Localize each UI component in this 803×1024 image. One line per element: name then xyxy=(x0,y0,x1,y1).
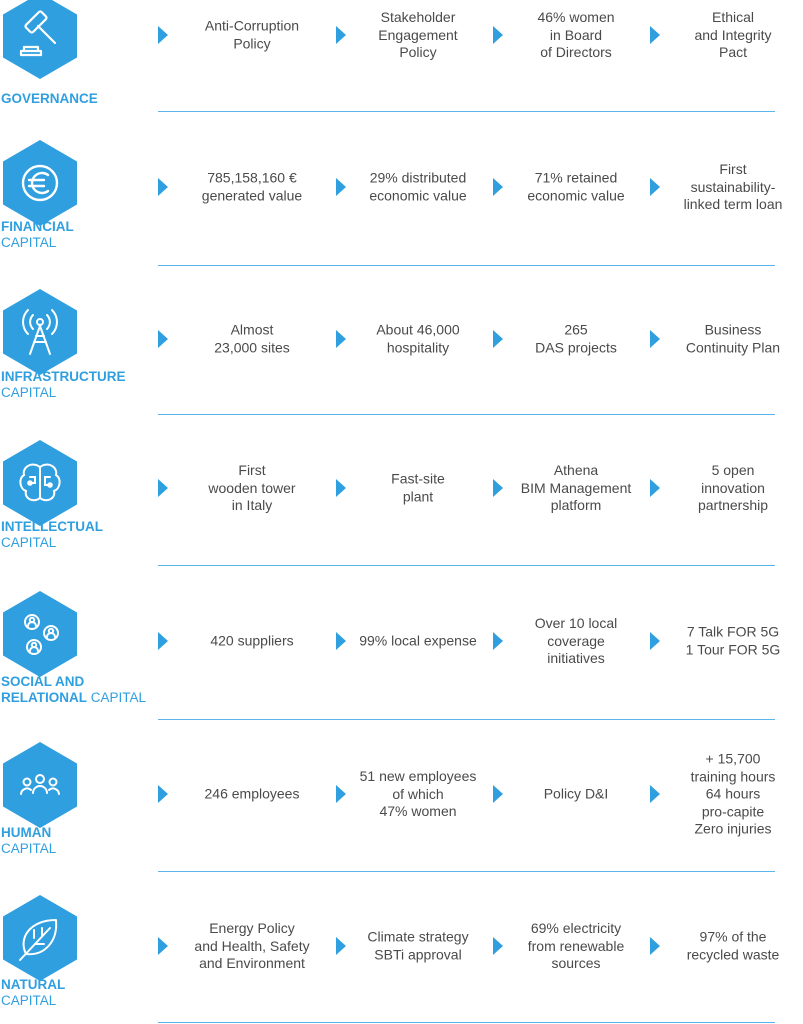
capital-item: 7 Talk FOR 5G 1 Tour FOR 5G xyxy=(685,623,781,658)
chevron-right-icon xyxy=(336,178,346,196)
section-title-sub: CAPITAL xyxy=(1,993,57,1008)
antenna-tower-icon xyxy=(22,309,58,355)
chevron-right-icon xyxy=(158,330,168,348)
chevron-right-icon xyxy=(158,632,168,650)
people-network-icon xyxy=(24,614,59,655)
section-hex-icon xyxy=(2,591,78,677)
chevron-right-icon xyxy=(650,178,660,196)
section-title-sub: CAPITAL xyxy=(1,385,57,400)
capital-item: 420 suppliers xyxy=(210,632,294,649)
capital-item: 265 DAS projects xyxy=(535,321,617,356)
section-hex-icon xyxy=(2,440,78,526)
chevron-right-icon xyxy=(336,785,346,803)
section-divider xyxy=(158,871,775,872)
chevron-right-icon xyxy=(493,785,503,803)
capital-item: Almost 23,000 sites xyxy=(214,321,290,356)
section-title: SOCIAL AND RELATIONAL CAPITAL xyxy=(1,674,146,706)
capital-item: About 46,000 hospitality xyxy=(376,321,460,356)
capital-item: Fast-site plant xyxy=(391,470,445,505)
capital-item: 785,158,160 € generated value xyxy=(201,169,303,204)
section-divider xyxy=(158,565,775,566)
section-title-sub: CAPITAL xyxy=(1,535,57,550)
capital-item: Over 10 local coverage initiatives xyxy=(534,614,618,666)
chevron-right-icon xyxy=(493,632,503,650)
section-title-main: INTELLECTUAL xyxy=(1,519,103,534)
section-divider xyxy=(158,414,775,415)
capital-item: + 15,700 training hours 64 hours pro-cap… xyxy=(690,750,776,837)
capital-item: Athena BIM Management platform xyxy=(520,461,632,513)
section-title-main: GOVERNANCE xyxy=(1,91,98,106)
capital-item: Energy Policy and Health, Safety and Env… xyxy=(194,919,310,971)
capital-item: 246 employees xyxy=(204,785,300,802)
chevron-right-icon xyxy=(158,178,168,196)
section-title-main: FINANCIAL xyxy=(1,219,74,234)
chevron-right-icon xyxy=(650,937,660,955)
section-hex-icon xyxy=(2,140,78,226)
chevron-right-icon xyxy=(158,479,168,497)
section-divider xyxy=(158,719,775,720)
chevron-right-icon xyxy=(158,785,168,803)
capital-item: Policy D&I xyxy=(543,785,609,802)
section-title-main: INFRASTRUCTURE xyxy=(1,369,126,384)
chevron-right-icon xyxy=(158,26,168,44)
gavel-icon xyxy=(19,10,57,57)
chevron-right-icon xyxy=(336,330,346,348)
section-title-main: HUMAN xyxy=(1,825,52,840)
section-title-main: NATURAL xyxy=(1,977,66,992)
section-title-sub: CAPITAL xyxy=(90,690,147,705)
capital-item: Stakeholder Engagement Policy xyxy=(378,8,458,60)
section-title-sub: CAPITAL xyxy=(1,235,57,250)
chevron-right-icon xyxy=(493,178,503,196)
leaf-icon xyxy=(19,919,58,961)
capital-item: Business Continuity Plan xyxy=(685,321,781,356)
team-icon xyxy=(20,774,60,795)
capital-item: 5 open innovation partnership xyxy=(697,461,769,513)
section-title: GOVERNANCE xyxy=(1,91,98,107)
chevron-right-icon xyxy=(493,26,503,44)
section-title-main: SOCIAL AND RELATIONAL xyxy=(1,674,87,705)
capital-item: 46% women in Board of Directors xyxy=(537,8,615,60)
euro-icon xyxy=(21,164,59,202)
chevron-right-icon xyxy=(650,785,660,803)
section-divider xyxy=(158,111,775,112)
capital-item: 97% of the recycled waste xyxy=(686,928,780,963)
section-hex-icon xyxy=(2,742,78,828)
chevron-right-icon xyxy=(493,937,503,955)
capital-item: 71% retained economic value xyxy=(527,169,625,204)
capital-item: First wooden tower in Italy xyxy=(208,461,296,513)
capital-item: 69% electricity from renewable sources xyxy=(527,919,625,971)
section-hex-icon xyxy=(2,289,78,375)
capital-item: Ethical and Integrity Pact xyxy=(694,8,772,60)
chevron-right-icon xyxy=(336,479,346,497)
section-divider xyxy=(158,265,775,266)
capital-item: 51 new employees of which 47% women xyxy=(359,767,477,819)
chevron-right-icon xyxy=(650,479,660,497)
chevron-right-icon xyxy=(493,479,503,497)
section-divider xyxy=(158,1022,775,1023)
chevron-right-icon xyxy=(336,632,346,650)
chevron-right-icon xyxy=(493,330,503,348)
chevron-right-icon xyxy=(650,632,660,650)
section-hex-icon xyxy=(2,895,78,981)
capital-item: Climate strategy SBTi approval xyxy=(367,928,469,963)
capital-item: First sustainability- linked term loan xyxy=(683,160,783,212)
section-hex-icon xyxy=(2,0,78,79)
section-title-sub: CAPITAL xyxy=(1,841,57,856)
capital-item: 99% local expense xyxy=(359,632,477,649)
capital-item: 29% distributed economic value xyxy=(369,169,467,204)
chevron-right-icon xyxy=(650,26,660,44)
brain-icon xyxy=(19,463,61,502)
chevron-right-icon xyxy=(650,330,660,348)
capital-item: Anti-Corruption Policy xyxy=(204,17,300,52)
chevron-right-icon xyxy=(336,26,346,44)
chevron-right-icon xyxy=(158,937,168,955)
chevron-right-icon xyxy=(336,937,346,955)
